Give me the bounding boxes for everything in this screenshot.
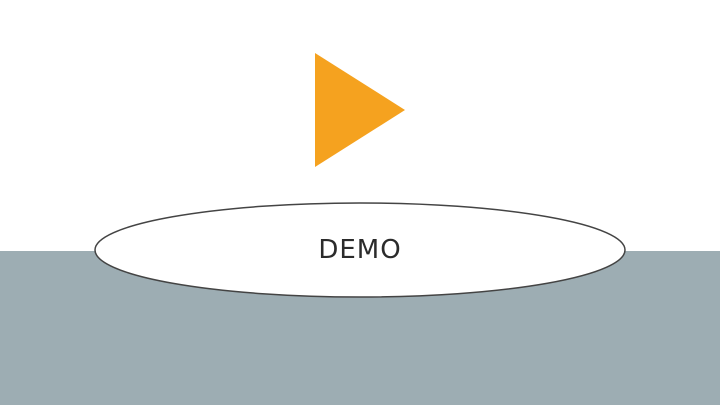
demo-label: DEMO: [318, 235, 402, 265]
demo-oval-shape: [94, 202, 626, 298]
play-icon-shape: [315, 53, 405, 167]
play-icon[interactable]: [315, 53, 405, 167]
demo-button[interactable]: DEMO: [94, 202, 626, 298]
